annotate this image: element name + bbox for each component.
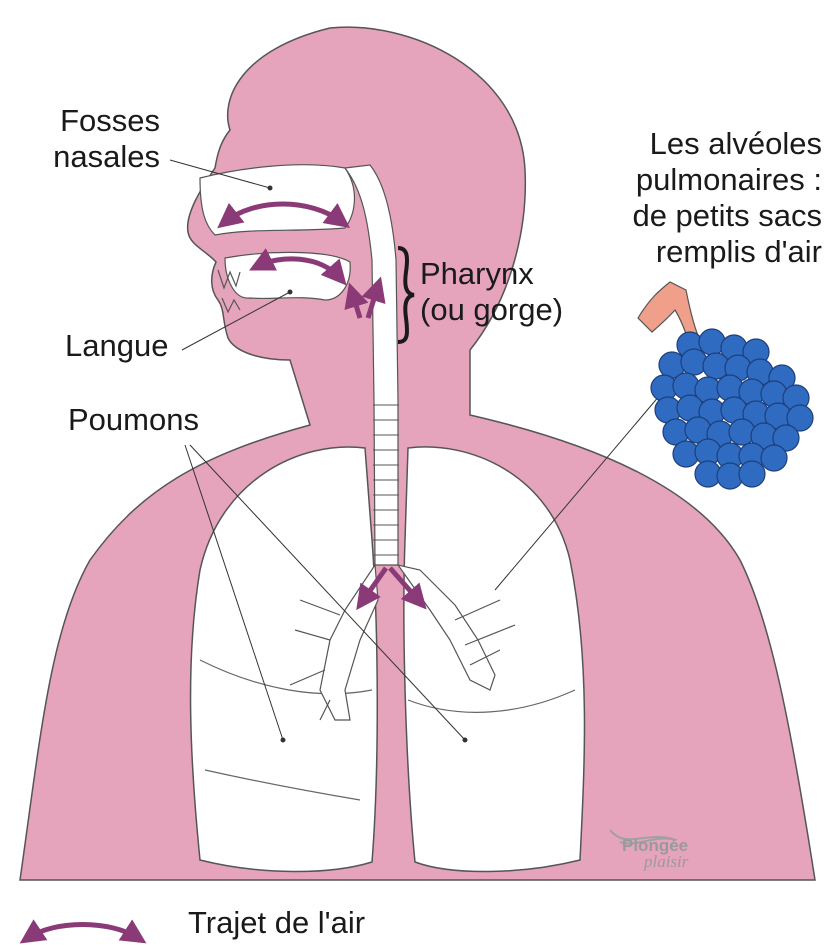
alveolus	[761, 445, 787, 471]
logo-line2: plaisir	[644, 852, 688, 872]
alveoli-cluster	[651, 329, 813, 489]
label-alveoles: Les alvéoles pulmonaires : de petits sac…	[570, 126, 822, 270]
legend-label-text: Trajet de l'air	[188, 905, 365, 940]
label-pharynx-line1: Pharynx	[420, 256, 563, 292]
label-langue-text: Langue	[65, 328, 168, 363]
label-fosses-line2: nasales	[30, 139, 160, 175]
label-alveoles-line1: Les alvéoles	[570, 126, 822, 162]
label-pharynx: Pharynx (ou gorge)	[420, 256, 563, 328]
label-alveoles-line2: pulmonaires :	[570, 162, 822, 198]
label-fosses-nasales: Fosses nasales	[30, 103, 160, 175]
label-alveoles-line3: de petits sacs	[570, 198, 822, 234]
alveoli-illustration	[638, 282, 813, 489]
label-alveoles-line4: remplis d'air	[570, 234, 822, 270]
label-pharynx-line2: (ou gorge)	[420, 292, 563, 328]
label-poumons: Poumons	[68, 402, 199, 438]
label-langue: Langue	[65, 328, 168, 364]
plongee-plaisir-logo: Plongée plaisir	[606, 820, 716, 880]
legend-arrow-icon	[28, 925, 138, 939]
alveolus	[739, 461, 765, 487]
label-fosses-line1: Fosses	[30, 103, 160, 139]
legend-label: Trajet de l'air	[188, 905, 365, 941]
label-poumons-text: Poumons	[68, 402, 199, 437]
